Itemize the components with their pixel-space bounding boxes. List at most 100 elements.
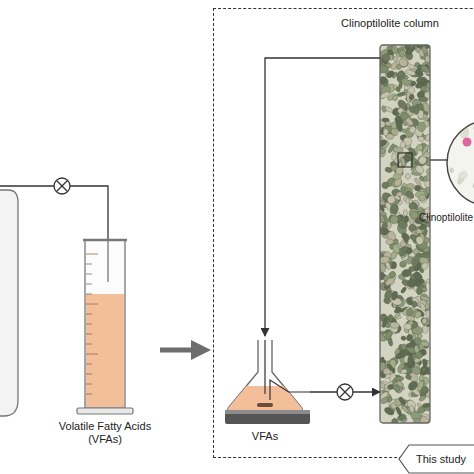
graduation-tick xyxy=(86,284,92,285)
graduation-tick xyxy=(86,394,92,395)
zeolite-grain xyxy=(400,286,407,294)
zeolite-grain xyxy=(411,365,422,376)
zeolite-grain xyxy=(421,286,427,292)
zeolite-grain xyxy=(414,350,423,359)
zeolite-grain xyxy=(404,216,409,223)
zeolite-grain xyxy=(456,202,466,212)
zeolite-grain xyxy=(390,209,398,215)
zeolite-grain xyxy=(469,204,474,212)
zeolite-grain xyxy=(414,185,421,192)
graduation-tick xyxy=(86,334,92,335)
stir-bar xyxy=(257,403,273,407)
graduation-tick xyxy=(86,304,98,305)
zeolite-grain xyxy=(383,128,389,136)
zoom-circle-fill xyxy=(447,120,474,206)
graduation-tick xyxy=(86,374,92,375)
graduation-tick xyxy=(86,294,92,295)
zeolite-grain xyxy=(414,164,426,175)
zeolite-grain xyxy=(394,308,405,314)
zeolite-grain xyxy=(425,133,430,142)
zeolite-grain xyxy=(390,216,398,224)
zeolite-grain xyxy=(400,157,406,166)
zeolite-grain xyxy=(409,405,415,413)
zeolite-grain xyxy=(417,122,426,132)
zeolite-grain xyxy=(384,290,393,301)
zeolite-grain xyxy=(395,406,403,417)
inlet-tube xyxy=(264,340,265,394)
zeolite-grain xyxy=(405,374,412,380)
pump-symbol xyxy=(57,181,68,192)
zeolite-grain xyxy=(441,116,450,123)
zeolite-grain xyxy=(386,70,396,79)
zeolite-grain xyxy=(380,214,386,224)
zeolite-grain xyxy=(380,256,390,264)
zeolite-grain xyxy=(401,369,408,374)
zeolite-grain xyxy=(387,270,396,279)
zeolite-grain xyxy=(392,243,401,254)
zeolite-grain xyxy=(381,181,389,189)
graduation-tick xyxy=(86,364,92,365)
zeolite-grain xyxy=(420,261,429,270)
zeolite-grain xyxy=(425,56,430,63)
zoom-marker xyxy=(398,153,412,167)
zeolite-grain xyxy=(408,223,417,232)
zeolite-grain xyxy=(407,379,420,392)
feed-tube xyxy=(0,185,54,186)
zeolite-grain xyxy=(443,123,452,133)
graduation-tick xyxy=(86,254,98,255)
zeolite-grain xyxy=(404,173,411,180)
zeolite-grain xyxy=(386,195,396,205)
cylinder-body xyxy=(85,240,125,408)
graduation-tick xyxy=(86,384,92,385)
zeolite-grain xyxy=(405,297,413,306)
cylinder-base xyxy=(77,408,133,414)
zeolite-grain xyxy=(392,56,399,63)
zeolite-grain xyxy=(446,193,453,198)
zeolite-grain xyxy=(400,141,407,149)
zeolite-grain xyxy=(409,94,415,101)
column-label: Clinoptilolite column xyxy=(305,17,474,30)
zeolite-grain xyxy=(401,405,409,413)
transfer-arrow xyxy=(160,348,205,353)
pump-symbol xyxy=(340,387,351,398)
vfa-molecule xyxy=(463,138,472,147)
zeolite-grain xyxy=(418,395,426,403)
zeolite-grain xyxy=(450,168,454,173)
zeolite-grain xyxy=(424,309,430,319)
zeolite-grain xyxy=(405,198,409,203)
zeolite-grain xyxy=(418,194,426,201)
zeolite-grain xyxy=(398,57,410,68)
zeolite-grain xyxy=(390,322,400,329)
zeolite-grain xyxy=(422,325,429,333)
zeolite-grain xyxy=(381,105,387,113)
zeolite-grain xyxy=(417,406,425,414)
graduation-tick xyxy=(86,354,98,355)
zeolite-grain xyxy=(405,69,416,77)
cylinder-lip xyxy=(83,239,127,242)
zeolite-grain xyxy=(415,235,424,245)
pump-symbol xyxy=(54,178,70,194)
zeolite-grain xyxy=(405,45,416,56)
zeolite-grain xyxy=(460,199,469,210)
zeolite-grain xyxy=(396,69,406,78)
zeolite-grain xyxy=(387,396,393,403)
zeolite-grain xyxy=(380,91,391,100)
zeolite-grain xyxy=(380,200,385,206)
zeolite-grain xyxy=(441,180,450,188)
zeolite-grain xyxy=(388,315,392,322)
zeolite-grain xyxy=(421,359,430,372)
node-shape xyxy=(445,118,474,208)
zeolite-grain xyxy=(418,415,430,423)
zeolite-grain xyxy=(423,403,430,408)
graduation-tick xyxy=(86,344,92,345)
zeolite-grain xyxy=(399,260,407,268)
zeolite-grain xyxy=(405,333,413,342)
zeolite-grain xyxy=(415,64,422,75)
zeolite-bed xyxy=(380,45,430,423)
zeolite-grain xyxy=(442,201,451,208)
zeolite-grain xyxy=(420,64,430,74)
zeolite-grain xyxy=(408,125,417,134)
zeolite-grain xyxy=(380,139,388,148)
zeolite-grain xyxy=(383,330,393,341)
